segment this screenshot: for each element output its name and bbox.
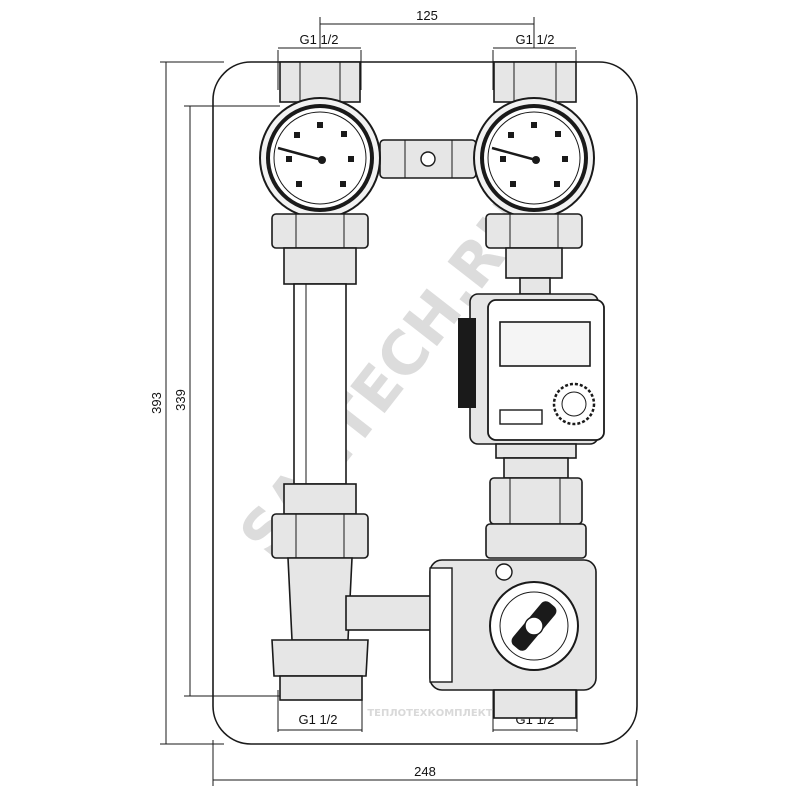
thermometer-right <box>473 97 595 219</box>
thermometer-right-needle <box>491 146 537 162</box>
valve-bridge <box>379 139 477 179</box>
top-fitting-right <box>493 61 577 103</box>
watermark-bottom: ТЕПЛОТЕХКОМПЛЕКТ <box>367 708 492 719</box>
dim-width-total-label: 248 <box>414 764 436 779</box>
dim-top-spacing: 125 <box>319 8 535 48</box>
dim-height-total-label: 393 <box>149 392 164 414</box>
dim-thread-top-left: G1 1/2 <box>277 32 362 90</box>
dim-thread-bottom-left: G1 1/2 <box>277 690 363 732</box>
thread-bottom-left-label: G1 1/2 <box>298 712 337 727</box>
top-fitting-left <box>279 61 361 103</box>
pump-display <box>499 321 591 367</box>
thread-top-left-label: G1 1/2 <box>299 32 338 47</box>
thermometer-left <box>259 97 381 219</box>
thermometer-left-ticks <box>286 122 354 187</box>
left-pipe-assembly <box>271 213 437 701</box>
pump-led-bar <box>499 409 543 425</box>
dim-width-total: 248 <box>212 740 638 786</box>
circulation-pump <box>458 293 605 559</box>
right-upper-fitting <box>485 213 583 295</box>
dim-height-inner: 339 <box>173 105 280 697</box>
dim-height-inner-label: 339 <box>173 389 188 411</box>
thermometer-left-needle <box>277 146 323 162</box>
dim-top-spacing-label: 125 <box>416 8 438 23</box>
dim-height-total: 393 <box>149 61 224 745</box>
thermometer-right-ticks <box>500 122 568 187</box>
mixing-valve <box>429 559 597 719</box>
thread-top-right-label: G1 1/2 <box>515 32 554 47</box>
